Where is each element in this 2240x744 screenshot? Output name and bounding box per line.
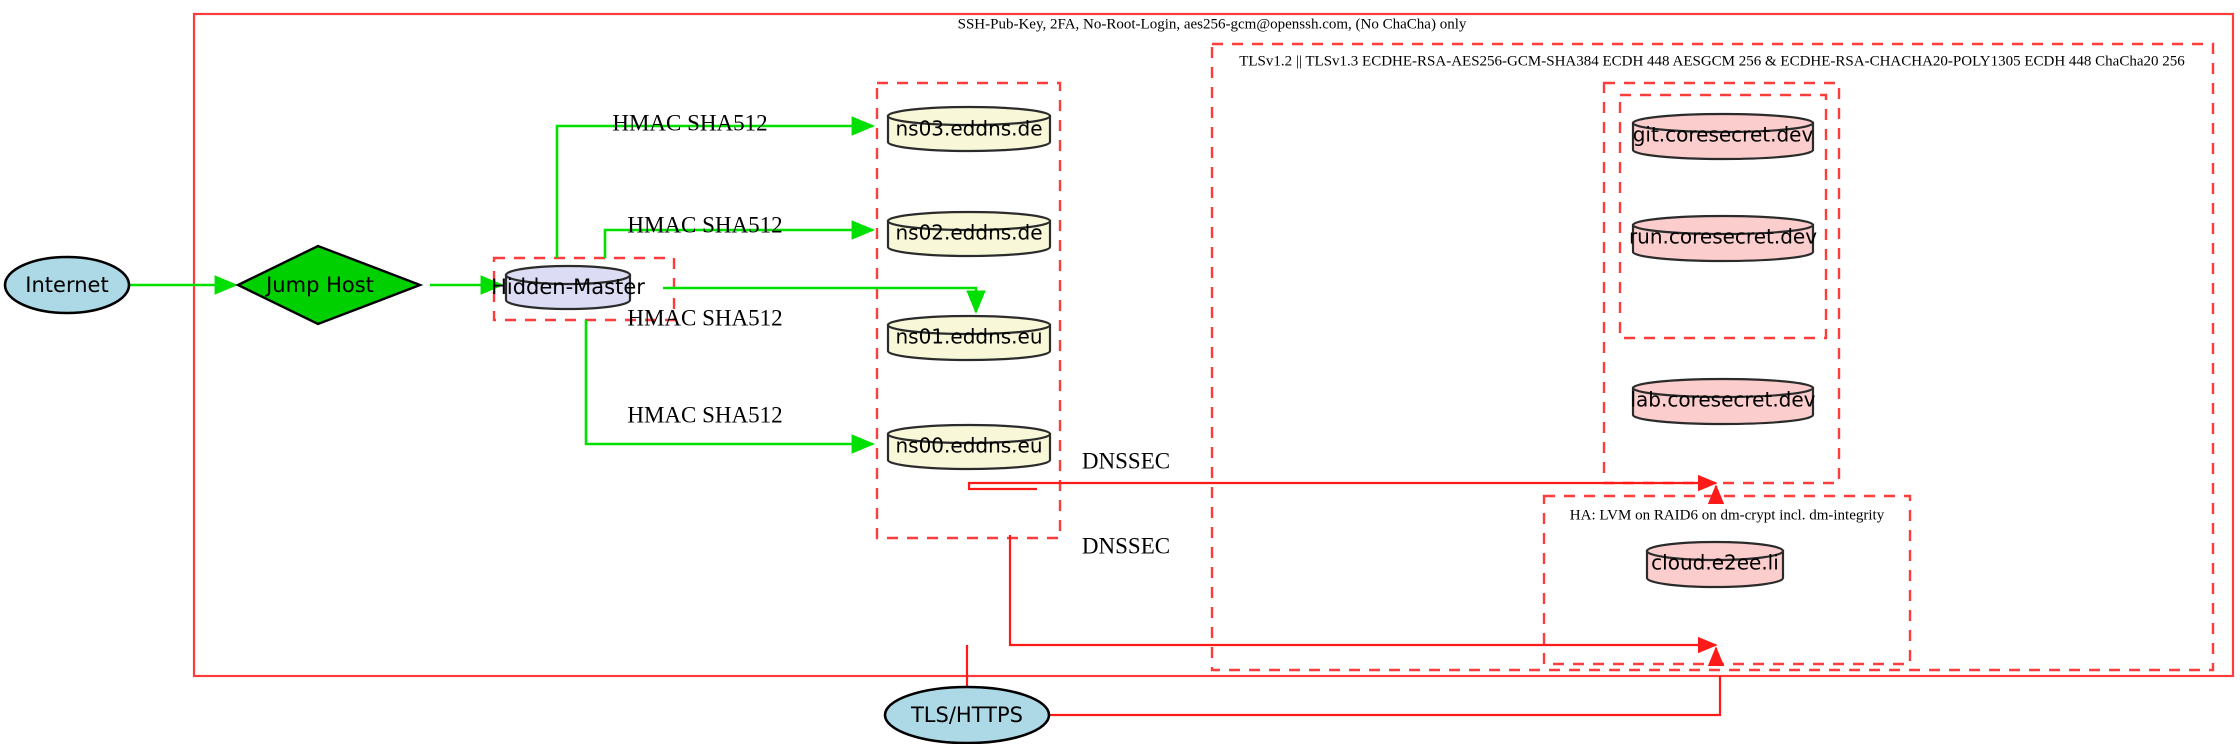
cluster-git-run: [1618, 93, 1828, 340]
node-ns00-label: ns00.eddns.eu: [895, 434, 1042, 458]
edge-tlshttps-right: [1049, 676, 1722, 717]
node-lab-coresecret[interactable]: lab.coresecret.dev: [1630, 377, 1816, 426]
node-cloud-e2ee[interactable]: cloud.e2ee.li: [1645, 540, 1785, 589]
edge-label-dnssec-upper: DNSSEC: [1082, 448, 1170, 473]
edge-label-hmac-ns02: HMAC SHA512: [627, 212, 782, 237]
cluster-ssh-policy: [192, 12, 2235, 678]
node-internet[interactable]: Internet: [3, 255, 131, 315]
node-cloud-e2ee-label: cloud.e2ee.li: [1651, 551, 1779, 575]
node-hidden-master-label: Hidden-Master: [491, 275, 645, 299]
node-run-coresecret-label: run.coresecret.dev: [1629, 225, 1817, 249]
edge-dnssec-upper: [967, 474, 1718, 492]
node-git-coresecret[interactable]: git.coresecret.dev: [1631, 112, 1815, 161]
node-tls-https-label: TLS/HTTPS: [910, 703, 1023, 727]
cluster-tls-policy: [1210, 42, 2215, 672]
node-ns02-label: ns02.eddns.de: [895, 221, 1042, 245]
node-jump-host-label: Jump Host: [264, 273, 374, 297]
edge-hiddenmaster-to-ns03: [555, 116, 875, 258]
node-ns03-label: ns03.eddns.de: [895, 117, 1042, 141]
node-internet-label: Internet: [25, 273, 108, 297]
node-jump-host[interactable]: Jump Host: [235, 244, 424, 326]
edge-label-hmac-ns00: HMAC SHA512: [627, 402, 782, 427]
node-tls-https[interactable]: TLS/HTTPS: [883, 685, 1051, 744]
edge-hiddenmaster-to-ns02: [603, 220, 875, 258]
edge-hiddenmaster-to-ns00: [584, 320, 875, 454]
node-ns03[interactable]: ns03.eddns.de: [886, 105, 1052, 153]
node-ns02[interactable]: ns02.eddns.de: [886, 210, 1052, 258]
edge-label-dnssec-lower: DNSSEC: [1082, 533, 1170, 558]
node-hidden-master[interactable]: Hidden-Master: [491, 264, 645, 311]
edge-label-hmac-ns03: HMAC SHA512: [612, 110, 767, 135]
node-lab-coresecret-label: lab.coresecret.dev: [1630, 388, 1815, 412]
node-git-coresecret-label: git.coresecret.dev: [1633, 123, 1814, 147]
edge-hiddenmaster-to-ns01: [663, 286, 986, 314]
cluster-dns-servers: [875, 81, 1062, 540]
cluster-tls-policy-label: TLSv1.2 || TLSv1.3 ECDHE-RSA-AES256-GCM-…: [1239, 53, 2185, 69]
cluster-ha-storage-label: HA: LVM on RAID6 on dm-crypt incl. dm-in…: [1570, 507, 1885, 523]
node-ns01[interactable]: ns01.eddns.eu: [886, 314, 1052, 362]
cluster-coresecret-column: [1602, 81, 1841, 485]
edge-dnssec-lower: [1008, 535, 1718, 654]
cluster-ssh-policy-label: SSH-Pub-Key, 2FA, No-Root-Login, aes256-…: [958, 16, 1467, 32]
edge-label-hmac-ns01: HMAC SHA512: [627, 305, 782, 330]
node-ns00[interactable]: ns00.eddns.eu: [886, 423, 1052, 471]
cluster-ha-storage: [1542, 494, 1912, 666]
node-ns01-label: ns01.eddns.eu: [895, 325, 1042, 349]
node-run-coresecret[interactable]: run.coresecret.dev: [1629, 214, 1817, 263]
